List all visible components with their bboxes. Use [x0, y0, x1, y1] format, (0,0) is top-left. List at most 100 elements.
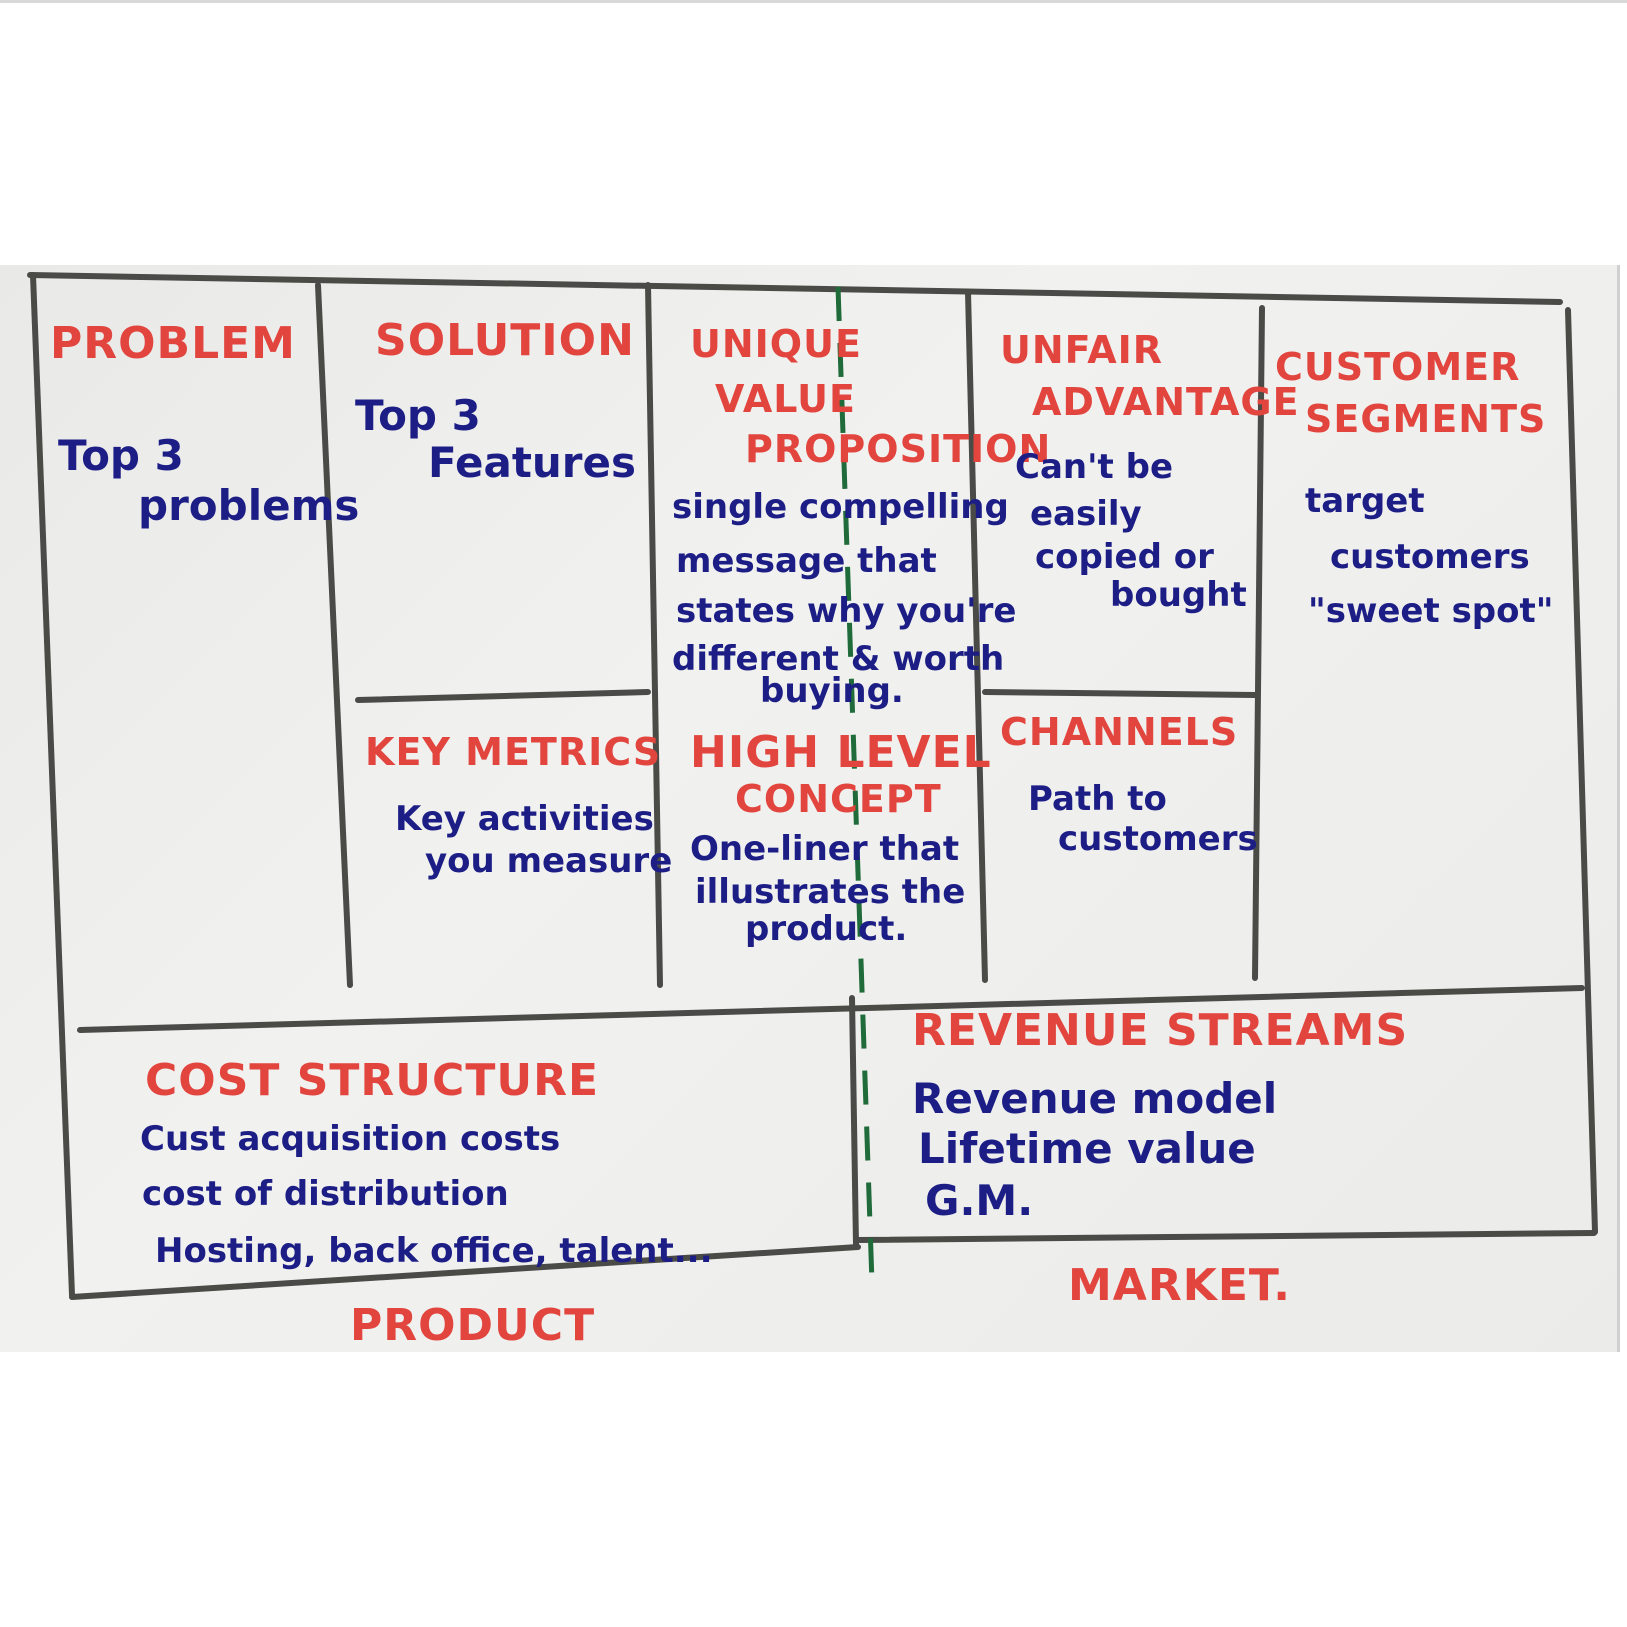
high-level-concept-block: HIGH LEVEL CONCEPT One-liner that illust…: [690, 727, 992, 949]
svg-text:target: target: [1305, 481, 1425, 521]
customer-segments-block: CUSTOMER SEGMENTS target customers "swee…: [1275, 345, 1553, 631]
svg-text:KEY METRICS: KEY METRICS: [365, 730, 661, 774]
svg-text:REVENUE STREAMS: REVENUE STREAMS: [912, 1005, 1408, 1056]
bottom-border-right: [855, 1230, 1597, 1243]
solution-body-line: Top 3: [355, 391, 481, 440]
svg-text:single compelling: single compelling: [672, 487, 1009, 527]
svg-text:you measure: you measure: [425, 841, 672, 881]
svg-text:CUSTOMER: CUSTOMER: [1275, 345, 1520, 389]
problem-solution-divider: [315, 282, 353, 988]
key-metrics-body-line: you measure: [425, 841, 672, 881]
solution-body-line: Features: [428, 438, 636, 487]
revenue-streams-title: REVENUE STREAMS: [912, 1005, 1408, 1056]
unfair-advantage-body-line: bought: [1110, 575, 1247, 615]
svg-text:Key activities: Key activities: [395, 799, 654, 839]
top-edge: [0, 0, 1627, 3]
uvp-body-line: message that: [676, 541, 937, 581]
svg-text:customers: customers: [1058, 819, 1258, 859]
svg-text:Top 3: Top 3: [58, 431, 184, 480]
right-border: [1565, 307, 1598, 1235]
svg-text:UNFAIR: UNFAIR: [1000, 328, 1163, 372]
customer-segments-body-line: "sweet spot": [1308, 591, 1553, 631]
uvp-body-line: different & worth: [672, 639, 1004, 679]
left-border: [30, 272, 75, 1298]
svg-text:HIGH LEVEL: HIGH LEVEL: [690, 727, 992, 778]
channels-title: CHANNELS: [1000, 710, 1238, 754]
unfair-advantage-body-line: easily: [1030, 494, 1142, 534]
solution-metrics-split: [355, 689, 651, 703]
uvp-title-line: PROPOSITION: [745, 427, 1051, 471]
unfair-advantage-title-line: ADVANTAGE: [1032, 380, 1300, 424]
svg-text:customers: customers: [1330, 537, 1530, 577]
svg-text:SEGMENTS: SEGMENTS: [1305, 397, 1546, 441]
svg-text:different & worth: different & worth: [672, 639, 1004, 679]
svg-text:VALUE: VALUE: [715, 377, 856, 421]
solution-block: SOLUTION Top 3 Features: [355, 315, 636, 487]
svg-text:CONCEPT: CONCEPT: [735, 777, 942, 821]
svg-text:SOLUTION: SOLUTION: [375, 315, 635, 366]
svg-text:Can't be: Can't be: [1015, 447, 1173, 487]
high-level-concept-body-line: One-liner that: [690, 829, 959, 869]
svg-text:bought: bought: [1110, 575, 1247, 615]
key-metrics-title: KEY METRICS: [365, 730, 661, 774]
cost-structure-block: COST STRUCTURE Cust acquisition costs co…: [140, 1055, 713, 1271]
svg-text:MARKET.: MARKET.: [1068, 1260, 1291, 1311]
unfair-advantage-block: UNFAIR ADVANTAGE Can't be easily copied …: [1000, 328, 1300, 615]
middle-horizontal: [77, 985, 1585, 1033]
svg-text:ADVANTAGE: ADVANTAGE: [1032, 380, 1300, 424]
svg-text:PRODUCT: PRODUCT: [350, 1300, 595, 1351]
svg-text:PROBLEM: PROBLEM: [50, 318, 296, 369]
svg-text:buying.: buying.: [760, 671, 904, 711]
svg-text:easily: easily: [1030, 494, 1142, 534]
customer-segments-body-line: target: [1305, 481, 1425, 521]
revenue-streams-block: REVENUE STREAMS Revenue model Lifetime v…: [912, 1005, 1408, 1225]
high-level-concept-title-line: CONCEPT: [735, 777, 942, 821]
unfair-advantage-body-line: copied or: [1035, 537, 1214, 577]
market-label: MARKET.: [1068, 1260, 1291, 1311]
svg-text:Hosting, back office, talent..: Hosting, back office, talent...: [155, 1231, 713, 1271]
revenue-streams-body-line: G.M.: [925, 1176, 1033, 1225]
problem-title: PROBLEM: [50, 318, 296, 369]
uvp-block: UNIQUE VALUE PROPOSITION single compelli…: [672, 322, 1051, 711]
svg-text:"sweet spot": "sweet spot": [1308, 591, 1553, 631]
svg-text:PROPOSITION: PROPOSITION: [745, 427, 1051, 471]
revenue-streams-body-line: Lifetime value: [918, 1124, 1256, 1173]
solution-uvp-divider: [645, 282, 663, 988]
svg-text:COST STRUCTURE: COST STRUCTURE: [145, 1055, 599, 1106]
svg-text:Top 3: Top 3: [355, 391, 481, 440]
canvas-grid: [27, 272, 1598, 1300]
channels-block: CHANNELS Path to customers: [1000, 710, 1258, 859]
unfair-advantage-body-line: Can't be: [1015, 447, 1173, 487]
uvp-title-line: UNIQUE: [690, 322, 862, 366]
channels-body-line: Path to: [1028, 779, 1167, 819]
customer-segments-title-line: SEGMENTS: [1305, 397, 1546, 441]
unfair-advantage-title-line: UNFAIR: [1000, 328, 1163, 372]
key-metrics-block: KEY METRICS Key activities you measure: [365, 730, 672, 881]
svg-text:Cust acquisition costs: Cust acquisition costs: [140, 1119, 560, 1159]
svg-text:problems: problems: [138, 481, 359, 530]
advantage-segments-divider: [1252, 305, 1265, 981]
svg-text:CHANNELS: CHANNELS: [1000, 710, 1238, 754]
advantage-channels-split: [982, 689, 1258, 698]
high-level-concept-title-line: HIGH LEVEL: [690, 727, 992, 778]
customer-segments-body-line: customers: [1330, 537, 1530, 577]
svg-text:product.: product.: [745, 909, 907, 949]
cost-structure-title: COST STRUCTURE: [145, 1055, 599, 1106]
bottom-border-left: [69, 1244, 861, 1300]
svg-text:One-liner that: One-liner that: [690, 829, 959, 869]
solution-title: SOLUTION: [375, 315, 635, 366]
svg-text:UNIQUE: UNIQUE: [690, 322, 862, 366]
svg-text:illustrates the: illustrates the: [695, 872, 965, 912]
problem-body-line: Top 3: [58, 431, 184, 480]
whiteboard-sheet: [0, 265, 1617, 1352]
svg-text:message that: message that: [676, 541, 937, 581]
channels-body-line: customers: [1058, 819, 1258, 859]
revenue-streams-body-line: Revenue model: [912, 1074, 1277, 1123]
uvp-advantage-divider: [965, 289, 988, 983]
svg-text:states why you're: states why you're: [676, 591, 1016, 631]
customer-segments-title-line: CUSTOMER: [1275, 345, 1520, 389]
problem-body-line: problems: [138, 481, 359, 530]
svg-text:Revenue model: Revenue model: [912, 1074, 1277, 1123]
cost-structure-body-line: Hosting, back office, talent...: [155, 1231, 713, 1271]
